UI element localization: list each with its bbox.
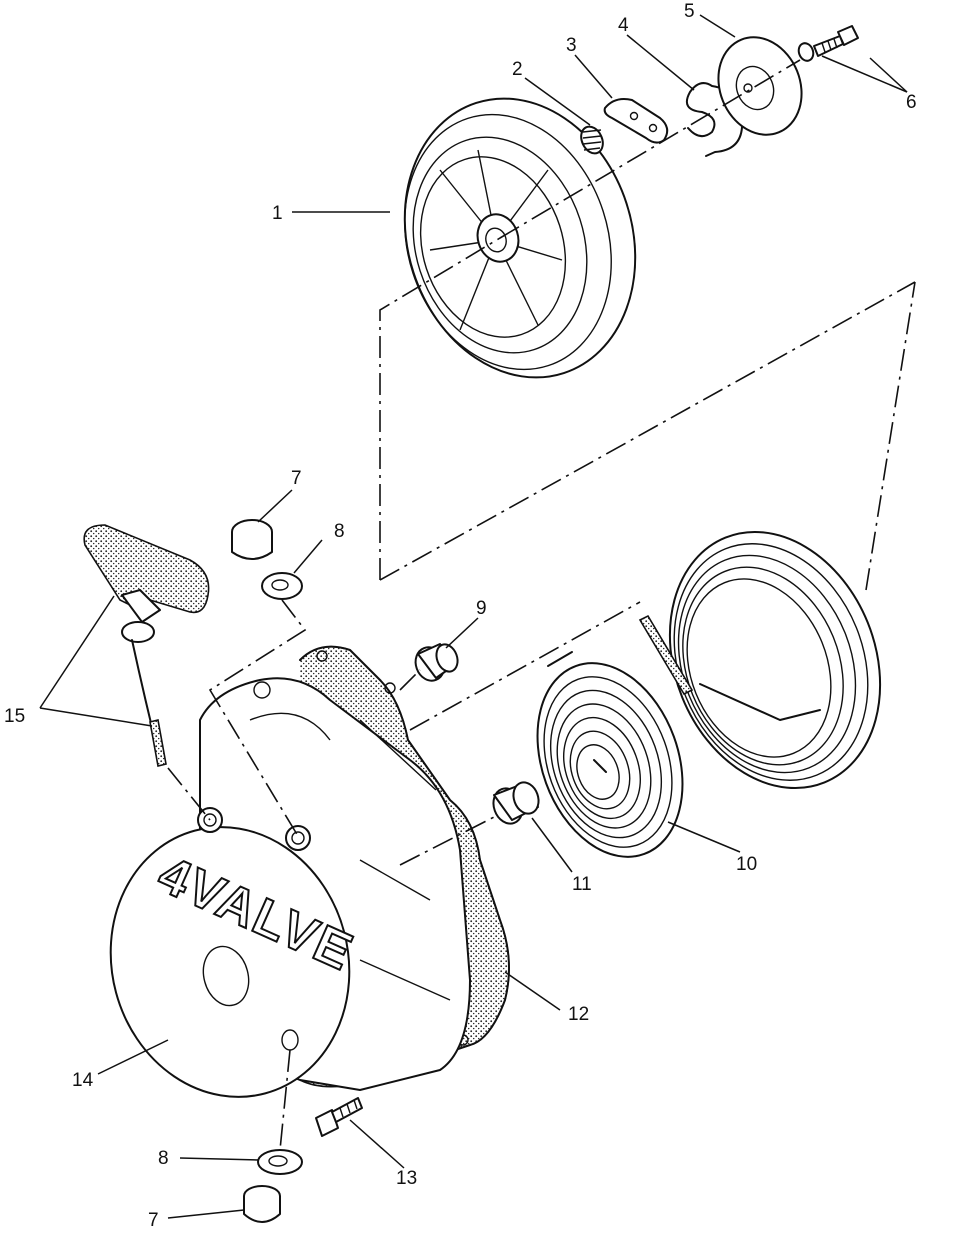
callout-5: 5	[684, 1, 695, 22]
callout-7-top: 7	[291, 468, 302, 489]
callout-9: 9	[476, 598, 487, 619]
collar	[414, 643, 459, 682]
callout-6: 6	[906, 92, 917, 113]
callout-8-bottom: 8	[158, 1148, 169, 1169]
callout-8-top: 8	[334, 521, 345, 542]
housing-bolt	[315, 1097, 363, 1137]
callout-14: 14	[72, 1070, 94, 1091]
bushing	[492, 781, 540, 825]
callout-11: 11	[572, 874, 592, 895]
bottom-plug-axis	[279, 1049, 291, 1151]
starter-handle	[83, 524, 210, 767]
leader-lines	[39, 14, 908, 1219]
starter-housing: 4VALVE	[109, 677, 471, 1098]
assembly-axis-upper	[379, 59, 801, 580]
friction-plate	[717, 36, 803, 136]
washer-top	[261, 572, 303, 600]
callout-labels: 1 2 3 4 5 6 7 8 9 10 11 12 13 14 15 8 7	[4, 1, 917, 1231]
plug-bottom	[243, 1185, 281, 1223]
callout-1: 1	[272, 203, 283, 224]
callout-10: 10	[736, 854, 757, 875]
callout-2: 2	[512, 59, 523, 80]
screw-and-washer	[797, 25, 859, 62]
starter-rope-coil	[638, 531, 882, 789]
ratchet-pawl	[603, 98, 669, 144]
callout-4: 4	[618, 15, 629, 36]
pawl-spring	[580, 125, 604, 155]
housing-spring-axis	[399, 601, 641, 866]
handle-axis	[167, 767, 211, 821]
assembly-axis-frame	[379, 281, 916, 591]
recoil-pulley	[403, 97, 637, 379]
plug-axis	[208, 599, 307, 837]
callout-12: 12	[568, 1004, 589, 1025]
callout-15: 15	[4, 706, 25, 727]
callout-3: 3	[566, 35, 577, 56]
callout-7-bottom: 7	[148, 1210, 159, 1231]
callout-13: 13	[396, 1168, 417, 1189]
washer-bottom	[257, 1149, 303, 1175]
recoil-spring	[536, 651, 684, 858]
plug-top	[231, 519, 273, 560]
